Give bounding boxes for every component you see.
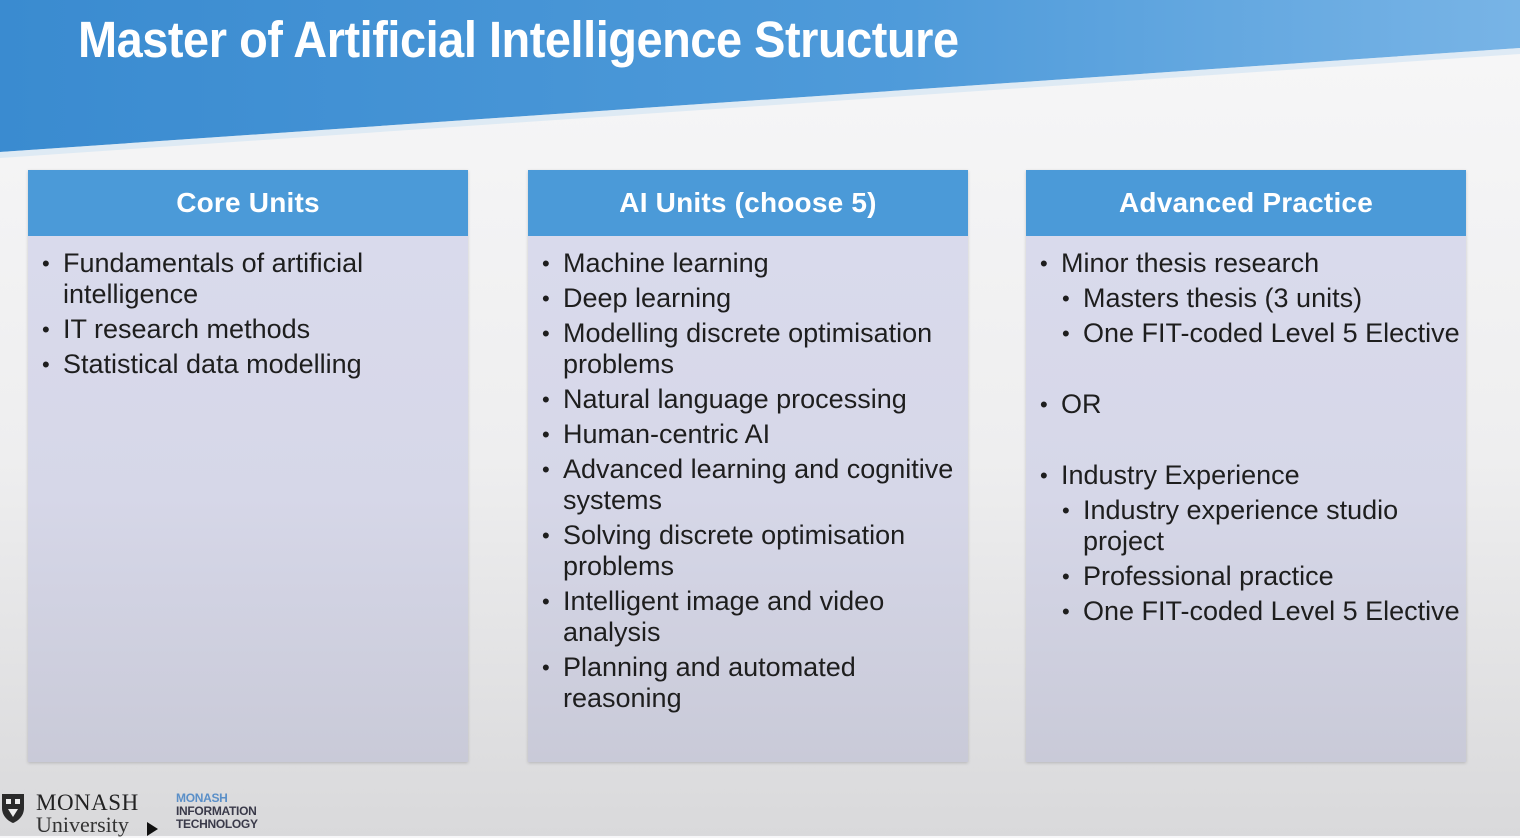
list-item: Human-centric AI	[542, 419, 968, 450]
list-item: IT research methods	[42, 314, 468, 345]
list-subitem: One FIT-coded Level 5 Elective	[1062, 596, 1466, 627]
logo-university-text: University	[36, 812, 129, 837]
list-item: Statistical data modelling	[42, 349, 468, 380]
list-item: Fundamentals of artificial intelligence	[42, 248, 468, 310]
faculty-logo-line: TECHNOLOGY	[176, 817, 258, 831]
slide-title: Master of Artificial Intelligence Struct…	[78, 11, 959, 68]
list-item: Intelligent image and video analysis	[542, 586, 968, 648]
faculty-logo-line: MONASH	[176, 791, 228, 805]
panel-heading: Core Units	[28, 170, 468, 236]
panel-core-units: Core Units Fundamentals of artificial in…	[28, 170, 468, 762]
list-item: Deep learning	[542, 283, 968, 314]
list-item-or: OR	[1040, 389, 1466, 420]
panel-heading: AI Units (choose 5)	[528, 170, 968, 236]
faculty-logo-line: INFORMATION	[176, 804, 257, 818]
list-item: Advanced learning and cognitive systems	[542, 454, 968, 516]
list-subitem: Industry experience studio project	[1062, 495, 1466, 557]
panel-advanced-practice: Advanced Practice Minor thesis research …	[1026, 170, 1466, 762]
list-item: Planning and automated reasoning	[542, 652, 968, 714]
unit-list: Minor thesis research Masters thesis (3 …	[1026, 236, 1466, 627]
list-subitem: Professional practice	[1062, 561, 1466, 592]
unit-list: Machine learning Deep learning Modelling…	[528, 236, 968, 714]
list-item: Modelling discrete optimisation problems	[542, 318, 968, 380]
play-icon[interactable]	[147, 822, 158, 836]
monash-crest-icon	[2, 794, 24, 823]
list-item: Machine learning	[542, 248, 968, 279]
title-banner	[0, 0, 1520, 158]
footer-logo: MONASH University MONASH INFORMATION TEC…	[0, 786, 270, 837]
list-item: Solving discrete optimisation problems	[542, 520, 968, 582]
logo-monash-text: MONASH	[36, 790, 139, 815]
list-subitem: Masters thesis (3 units)	[1062, 283, 1466, 314]
list-subitem: One FIT-coded Level 5 Elective	[1062, 318, 1466, 349]
list-item: Industry Experience	[1040, 460, 1466, 491]
list-item: Minor thesis research	[1040, 248, 1466, 279]
panel-heading: Advanced Practice	[1026, 170, 1466, 236]
panel-ai-units: AI Units (choose 5) Machine learning Dee…	[528, 170, 968, 762]
list-item: Natural language processing	[542, 384, 968, 415]
faculty-logo: MONASH INFORMATION TECHNOLOGY	[176, 792, 258, 831]
unit-list: Fundamentals of artificial intelligence …	[28, 236, 468, 380]
